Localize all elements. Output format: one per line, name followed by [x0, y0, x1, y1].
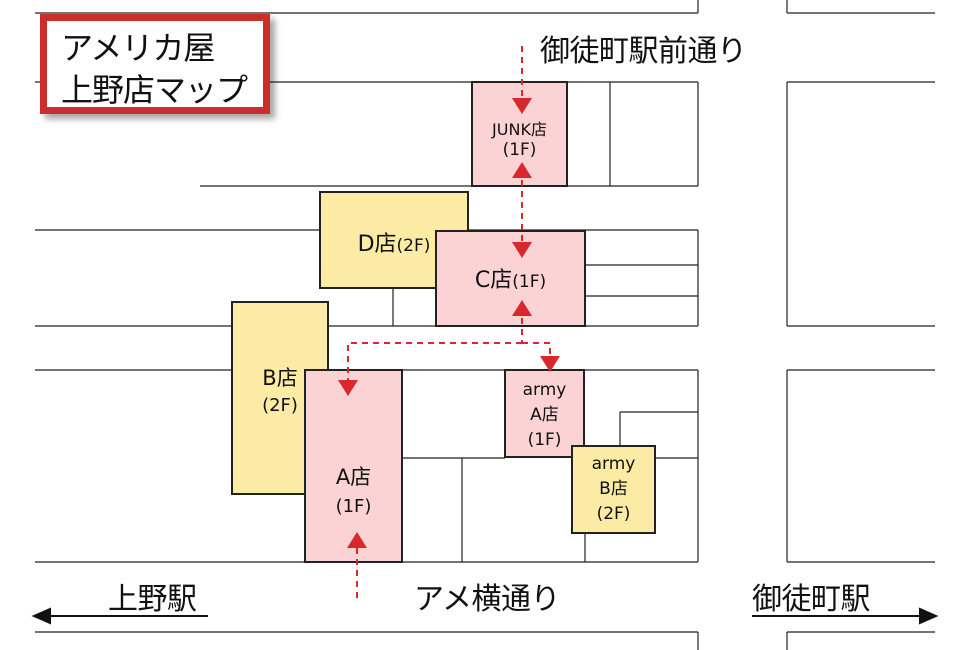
- store-army-b-name: B店: [599, 479, 628, 499]
- map-title-line2: 上野店マップ: [61, 71, 248, 109]
- store-junk-floor: (1F): [502, 140, 537, 160]
- store-junk-name: JUNK店: [492, 120, 547, 139]
- route-arrows: [338, 98, 560, 548]
- store-c: [435, 230, 586, 327]
- arrow-left-icon: [31, 607, 51, 625]
- store-army-b-floor: (2F): [596, 504, 631, 524]
- store-b-floor: (2F): [262, 395, 298, 416]
- store-c-floor: (1F): [512, 272, 547, 292]
- store-a-name: A店: [335, 465, 372, 489]
- station-label-okachimachi: 御徒町駅: [752, 582, 871, 617]
- map-title-box: アメリカ屋 上野店マップ: [40, 14, 270, 114]
- arrow-up-a: [347, 532, 367, 548]
- arrow-up-c: [512, 300, 532, 316]
- store-c-name: C店: [474, 268, 513, 293]
- arrow-down-army: [540, 356, 560, 372]
- store-army-a-floor: (1F): [527, 430, 562, 450]
- store-a: [304, 369, 403, 563]
- store-b-name: B店: [262, 366, 298, 390]
- station-arrows: [31, 607, 939, 625]
- store-a-floor: (1F): [335, 496, 372, 517]
- arrow-down-junk: [512, 98, 532, 114]
- store-d-name: D店: [357, 232, 397, 257]
- store-army-b: [571, 445, 656, 534]
- route-lines: [347, 46, 551, 600]
- street-label-bottom: アメ横通り: [414, 582, 561, 617]
- street-label-top: 御徒町駅前通り: [540, 34, 747, 69]
- store-army-a-line1: army: [522, 380, 567, 400]
- store-army-a: [504, 369, 585, 458]
- store-d-floor: (2F): [396, 236, 431, 256]
- store-army-a-name: A店: [530, 405, 559, 425]
- map-title-line1: アメリカ屋: [61, 29, 215, 67]
- station-label-ueno: 上野駅: [108, 582, 197, 617]
- arrow-up-junk: [512, 162, 532, 178]
- store-army-b-line1: army: [591, 454, 636, 474]
- arrow-right-icon: [919, 607, 939, 625]
- arrow-down-a: [338, 380, 358, 396]
- arrow-down-c: [512, 242, 532, 258]
